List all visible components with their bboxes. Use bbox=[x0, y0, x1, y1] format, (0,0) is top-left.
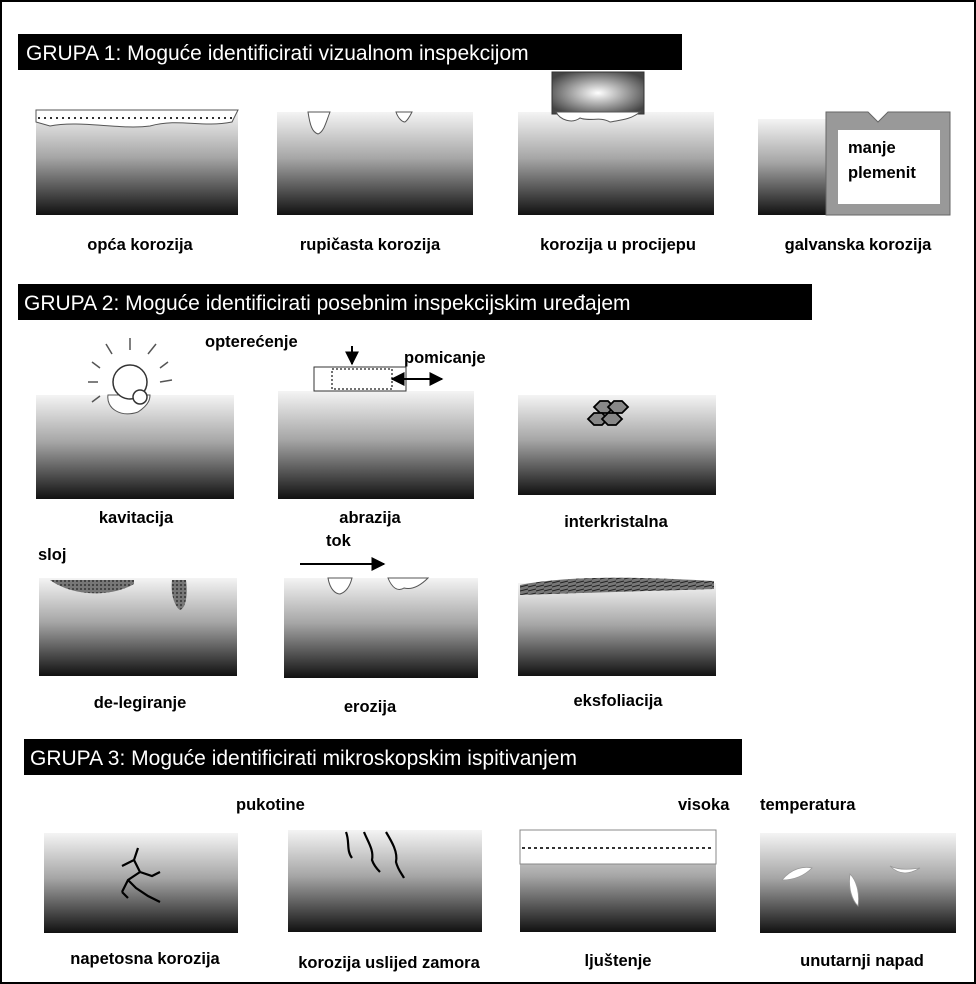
label-temperature: temperatura bbox=[760, 796, 856, 814]
label-less-noble-2: plemenit bbox=[848, 164, 916, 182]
caption-abrasion: abrazija bbox=[339, 509, 401, 527]
specimen-intergranular: interkristalna bbox=[518, 395, 716, 531]
caption-exfoliation: eksfoliacija bbox=[574, 692, 664, 710]
group-1-banner: GRUPA 1: Moguće identificirati vizualnom… bbox=[18, 34, 682, 70]
caption-intergranular: interkristalna bbox=[564, 513, 668, 531]
caption-pitting-corrosion: rupičasta korozija bbox=[300, 236, 441, 254]
group-2-title: GRUPA 2: Moguće identificirati posebnim … bbox=[24, 292, 631, 315]
grain-hexagons bbox=[586, 400, 630, 426]
caption-galvanic-corrosion: galvanska korozija bbox=[785, 236, 933, 254]
caption-fatigue-corrosion: korozija uslijed zamora bbox=[298, 954, 480, 972]
caption-dealloying: de-legiranje bbox=[94, 694, 187, 712]
specimen-abrasion: opterećenje pomicanje abrazija bbox=[205, 333, 486, 527]
caption-erosion: erozija bbox=[344, 698, 397, 716]
caption-cavitation: kavitacija bbox=[99, 509, 174, 527]
internal-voids bbox=[781, 865, 921, 907]
exfoliated-layer bbox=[520, 577, 714, 595]
specimen-cavitation: kavitacija bbox=[36, 338, 234, 527]
specimen-internal-attack: unutarnji napad bbox=[760, 833, 956, 970]
caption-internal-attack: unutarnji napad bbox=[800, 952, 924, 970]
specimen-erosion: tok erozija bbox=[284, 532, 478, 716]
label-flow: tok bbox=[326, 532, 352, 550]
label-movement: pomicanje bbox=[404, 349, 486, 367]
crevice-block bbox=[551, 71, 645, 115]
label-layer: sloj bbox=[38, 546, 66, 564]
label-high: visoka bbox=[678, 796, 730, 814]
specimen-general-corrosion: opća korozija bbox=[35, 109, 239, 254]
label-cracks: pukotine bbox=[236, 796, 305, 814]
specimen-spalling: ljuštenje bbox=[519, 829, 717, 970]
specimen-fatigue-corrosion: korozija uslijed zamora bbox=[288, 830, 482, 972]
group-2-banner: GRUPA 2: Moguće identificirati posebnim … bbox=[18, 284, 812, 320]
specimen-crevice-corrosion: korozija u procijepu bbox=[518, 71, 714, 254]
group-1-title: GRUPA 1: Moguće identificirati vizualnom… bbox=[26, 42, 529, 65]
caption-general-corrosion: opća korozija bbox=[87, 236, 193, 254]
specimen-exfoliation: eksfoliacija bbox=[518, 577, 716, 710]
label-load: opterećenje bbox=[205, 333, 298, 351]
specimen-dealloying: sloj de-legiranje bbox=[38, 546, 237, 712]
group-3-title: GRUPA 3: Moguće identificirati mikroskop… bbox=[30, 747, 577, 770]
specimen-galvanic-corrosion: manje plemenit galvanska korozija bbox=[758, 111, 951, 254]
caption-spalling: ljuštenje bbox=[585, 952, 652, 970]
caption-crevice-corrosion: korozija u procijepu bbox=[540, 236, 696, 254]
specimen-pitting-corrosion: rupičasta korozija bbox=[277, 111, 473, 254]
branched-crack bbox=[121, 847, 161, 903]
group-3-banner: GRUPA 3: Moguće identificirati mikroskop… bbox=[24, 739, 742, 775]
label-less-noble-1: manje bbox=[848, 139, 896, 157]
fatigue-cracks bbox=[344, 831, 405, 879]
dealloyed-layer bbox=[50, 580, 134, 594]
caption-stress-corrosion: napetosna korozija bbox=[70, 950, 220, 968]
specimen-stress-corrosion: napetosna korozija bbox=[44, 833, 238, 968]
